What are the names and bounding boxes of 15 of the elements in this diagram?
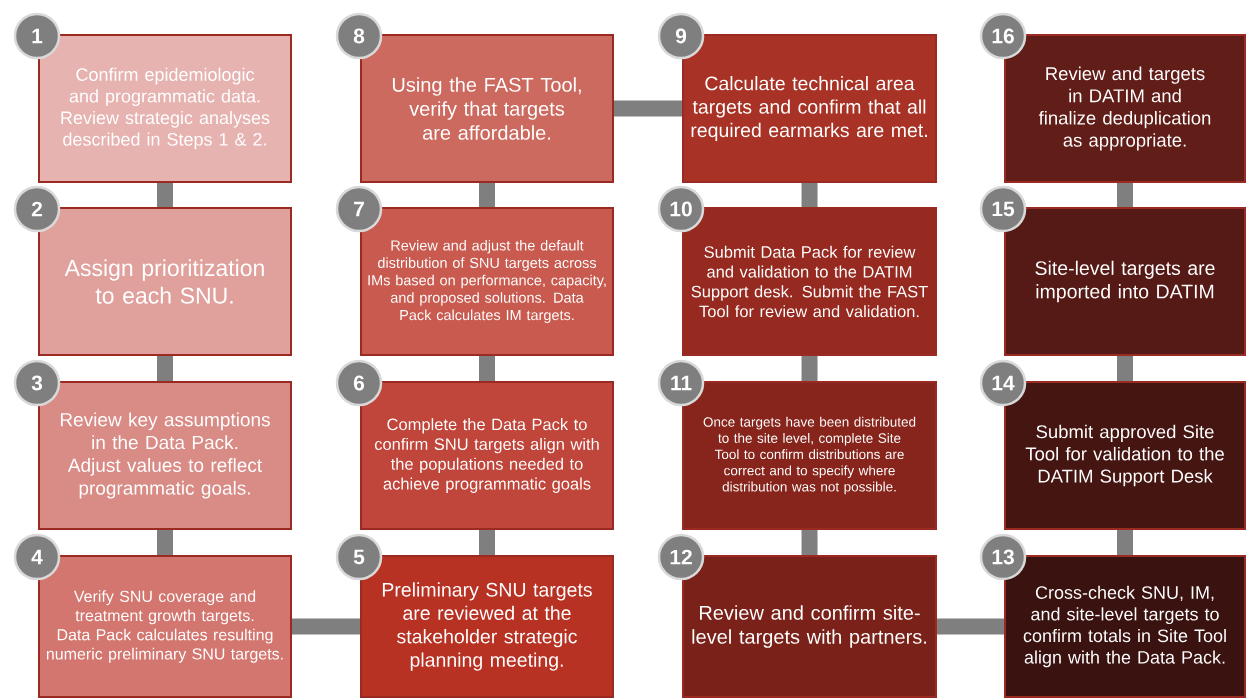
connector-bar [1117,530,1133,555]
connector-bar [937,618,1004,635]
connector-bar [157,530,173,555]
connector-bar [1117,356,1133,381]
connector-bar [479,530,495,555]
connector-bar [1117,183,1133,207]
connector-bar [801,356,818,381]
connector-bar [479,183,495,207]
connector-bar [801,183,818,207]
connector-bar [157,183,173,207]
connector-bar [614,100,682,117]
connector-bar [479,356,495,381]
connector-bar [157,356,173,381]
connector-bar [801,530,818,555]
connector-bar [292,618,360,635]
